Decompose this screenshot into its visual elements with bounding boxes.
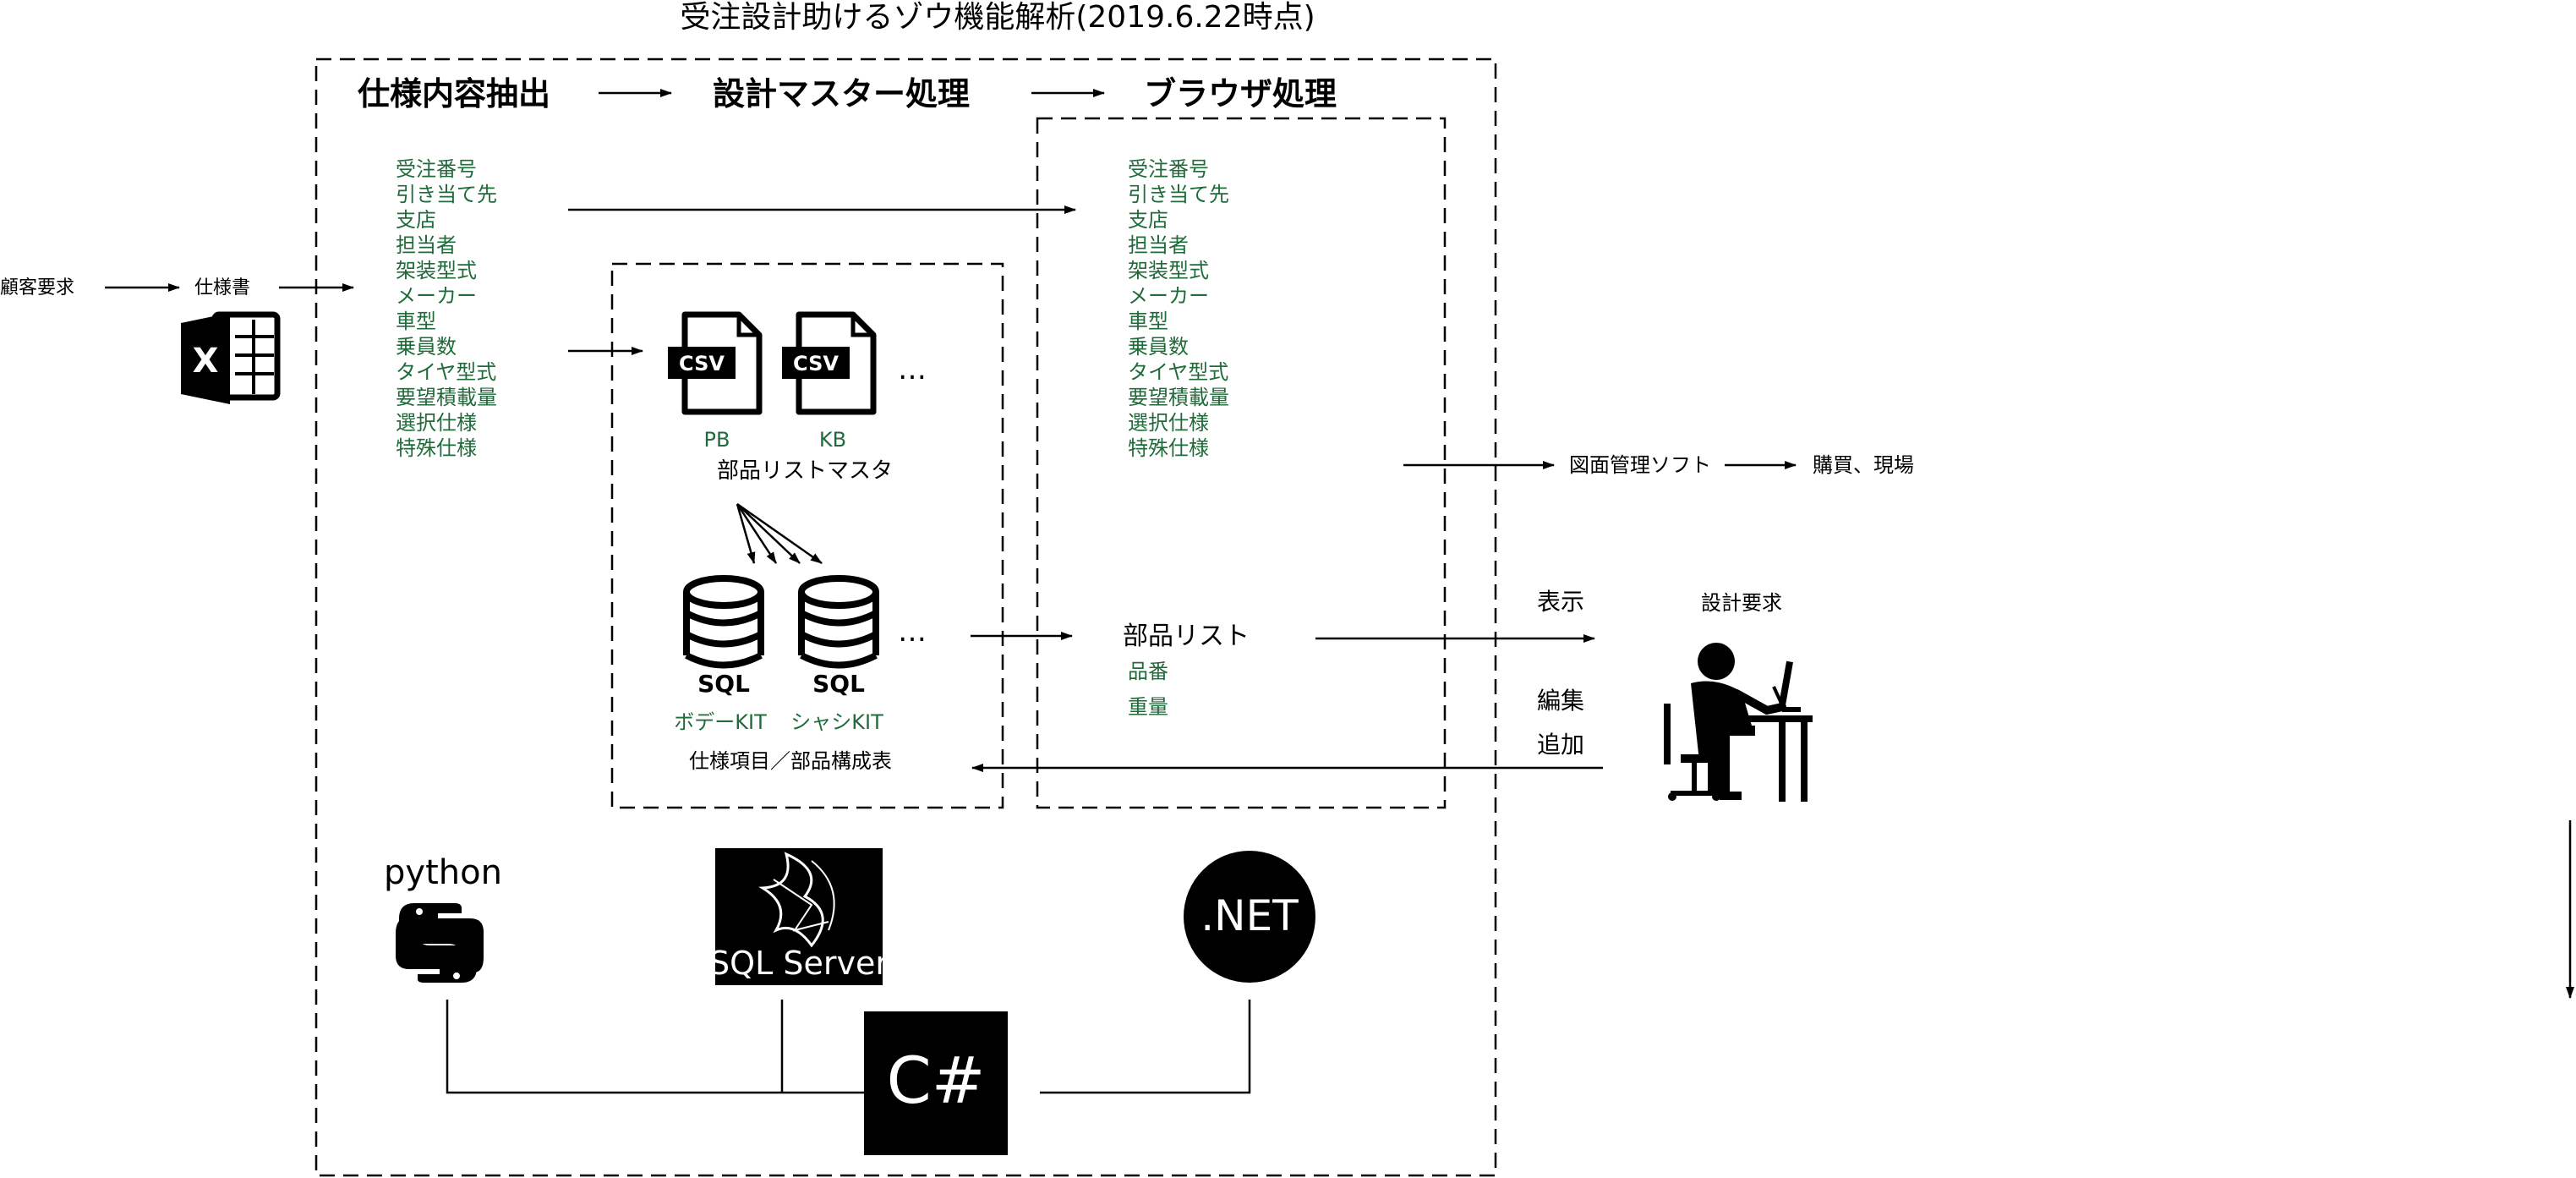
spec-field: メーカー (396, 284, 477, 308)
customer-request-label: 顧客要求 (0, 277, 74, 299)
spec-field: 乗員数 (1128, 335, 1189, 359)
master-frame (610, 262, 1004, 809)
sql-icon-text: SQL (697, 670, 750, 698)
spec-doc-label: 仕様書 (194, 277, 250, 299)
spec-field: 引き当て先 (396, 183, 497, 206)
fanout-arrows (736, 502, 823, 565)
spec-fields-right: 受注番号 引き当て先 支店 担当者 架装型式 メーカー 車型 乗員数 タイヤ型式… (1128, 157, 1229, 460)
spec-field: メーカー (1128, 284, 1209, 308)
svg-text:X: X (193, 342, 219, 381)
csv-icon-text: CSV (679, 352, 725, 375)
browser-frame (1036, 117, 1447, 809)
spec-field: 要望積載量 (1128, 386, 1229, 409)
spec-field: 担当者 (1128, 233, 1189, 257)
spec-field: 受注番号 (1128, 157, 1209, 181)
csharp-logo-icon: C# (864, 1011, 1008, 1155)
spec-field: 特殊仕様 (396, 436, 477, 460)
spec-field: 特殊仕様 (1128, 436, 1209, 460)
spec-field: 支店 (396, 208, 436, 232)
python-logo-icon (396, 903, 484, 983)
dotnet-logo-icon: .NET (1184, 851, 1315, 983)
parts-list-item: 品番 (1128, 660, 1168, 683)
excel-icon: X (181, 311, 281, 404)
edit-label: 編集 (1537, 687, 1584, 715)
db-label-chassis: シャシKIT (790, 710, 883, 734)
spec-field: 乗員数 (396, 335, 457, 359)
spec-field: 選択仕様 (396, 411, 477, 435)
spec-field: 選択仕様 (1128, 411, 1209, 435)
spec-fields-left: 受注番号 引き当て先 支店 担当者 架装型式 メーカー 車型 乗員数 タイヤ型式… (396, 157, 497, 460)
tech-connectors (446, 1000, 1251, 1094)
csv-file-icon-pb: CSV (668, 311, 763, 415)
spec-field: 支店 (1128, 208, 1168, 232)
parts-master-label: 部品リストマスタ (717, 458, 893, 484)
spec-table-label: 仕様項目／部品構成表 (689, 749, 892, 773)
spec-field: 受注番号 (396, 157, 477, 181)
csv-file-label-kb: KB (819, 428, 846, 452)
stage-extract-label: 仕様内容抽出 (358, 75, 550, 112)
spec-field: 車型 (1128, 310, 1168, 333)
parts-list-title: 部品リスト (1123, 622, 1250, 651)
sqlserver-logo-icon: SQL Server (709, 848, 889, 985)
spec-field: 要望積載量 (396, 386, 497, 409)
purchase-label: 購買、現場 (1813, 453, 1914, 477)
csharp-label: C# (887, 1043, 986, 1118)
designer-at-desk-icon (1664, 643, 1813, 802)
csv-file-label-pb: PB (704, 428, 730, 452)
spec-field: 引き当て先 (1128, 183, 1229, 206)
add-label: 追加 (1537, 731, 1584, 759)
spec-field: 車型 (396, 310, 436, 333)
spec-field: 架装型式 (396, 259, 477, 282)
display-label: 表示 (1537, 588, 1584, 616)
csv-ellipsis: … (898, 353, 927, 386)
database-icon-chassis: SQL (798, 575, 879, 698)
sqlserver-label: SQL Server (709, 945, 889, 982)
database-icon-body: SQL (683, 575, 764, 698)
design-request-label: 設計要求 (1701, 591, 1782, 615)
csv-icon-text: CSV (793, 352, 839, 375)
spec-field: タイヤ型式 (1128, 360, 1228, 384)
db-ellipsis: … (898, 615, 927, 649)
parts-list-item: 重量 (1128, 695, 1168, 719)
stage-master-label: 設計マスター処理 (713, 75, 970, 112)
db-label-body: ボデーKIT (674, 710, 767, 734)
drawing-soft-label: 図面管理ソフト (1569, 453, 1711, 477)
spec-field: 架装型式 (1128, 259, 1209, 282)
dotnet-label: .NET (1200, 891, 1299, 940)
csv-file-icon-kb: CSV (782, 311, 877, 415)
diagram-title: 受注設計助けるゾウ機能解析(2019.6.22時点) (680, 0, 1315, 35)
outer-system-frame (314, 58, 1497, 1177)
spec-field: タイヤ型式 (396, 360, 496, 384)
spec-field: 担当者 (396, 233, 457, 257)
sql-icon-text: SQL (812, 670, 865, 698)
python-label: python (384, 853, 502, 892)
stage-browser-label: ブラウザ処理 (1144, 75, 1337, 112)
